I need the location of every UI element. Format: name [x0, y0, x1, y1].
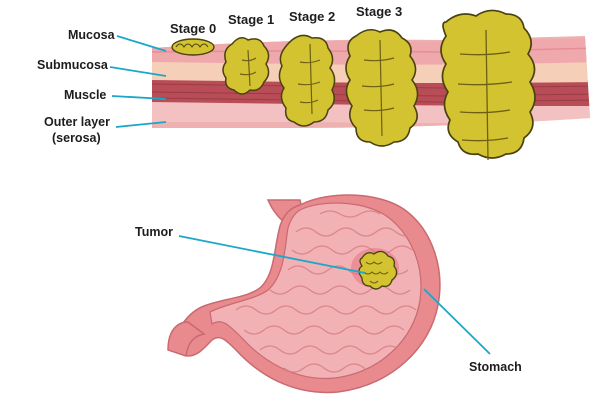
tumor-stage-2	[278, 34, 336, 127]
mucosa-pointer	[116, 35, 167, 52]
gastric-rugae	[235, 210, 417, 373]
stomach-tumor	[351, 248, 399, 290]
mucosa-label: Mucosa	[68, 28, 116, 42]
stomach-label: Stomach	[469, 360, 522, 374]
tumor-pointer	[178, 235, 366, 274]
tumor-label: Tumor	[135, 225, 173, 239]
stage-1-label: Stage 1	[228, 12, 274, 27]
tumor-stage-3	[345, 28, 419, 147]
tumor-advanced	[440, 9, 536, 161]
layer-labels: Mucosa Submucosa Muscle Outer layer (ser…	[37, 28, 167, 145]
duodenum	[167, 321, 206, 357]
tumor-stage-0	[171, 38, 215, 56]
tumor-stage-1	[222, 37, 270, 95]
serosa-label-line1: Outer layer	[44, 115, 110, 129]
muscle-label: Muscle	[64, 88, 106, 102]
stage-2-label: Stage 2	[289, 9, 335, 24]
stage-0-label: Stage 0	[170, 21, 216, 36]
serosa-pointer	[115, 121, 167, 128]
submucosa-pointer	[109, 66, 167, 77]
stomach-illustration	[167, 194, 441, 394]
stage-3-label: Stage 3	[356, 4, 402, 19]
submucosa-label: Submucosa	[37, 58, 109, 72]
serosa-label-line2: (serosa)	[52, 131, 101, 145]
muscle-pointer	[111, 95, 167, 100]
stomach-pointer	[423, 288, 491, 355]
